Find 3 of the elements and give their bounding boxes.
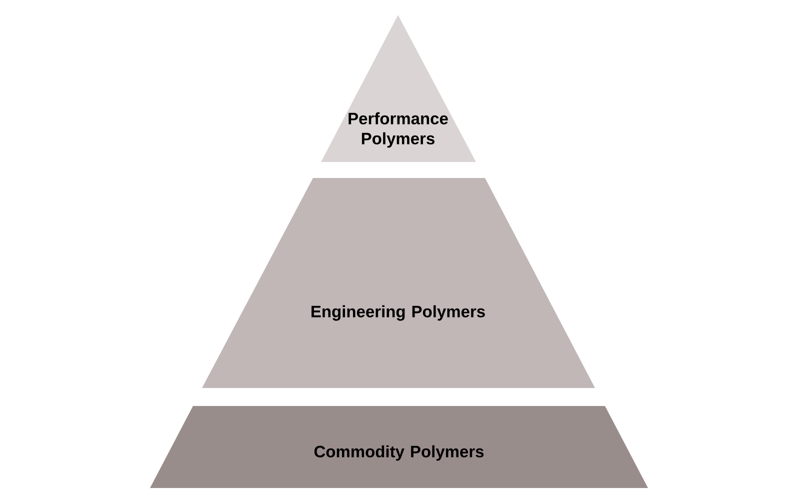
pyramid-tier: Performance Polymers — [321, 15, 476, 162]
pyramid-tier: Engineering Polymers — [202, 178, 595, 388]
pyramid-tier: Commodity Polymers — [150, 406, 648, 488]
